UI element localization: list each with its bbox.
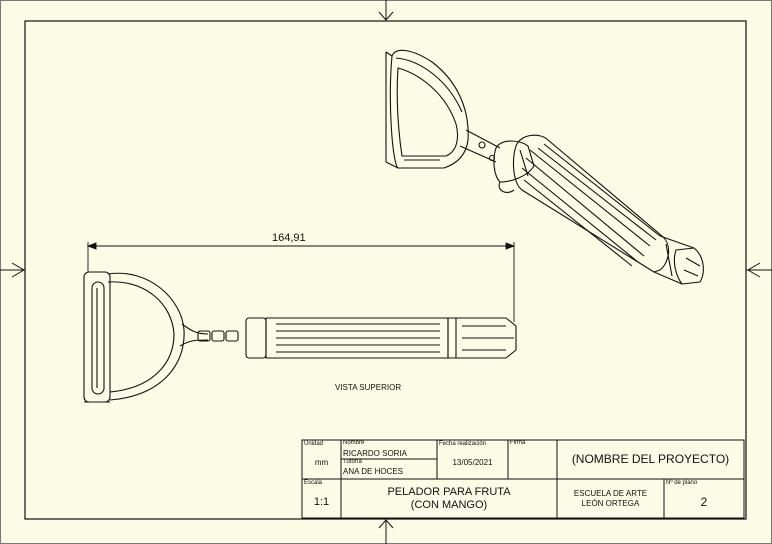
escala-label: Escala: [304, 480, 323, 486]
peeler-top-view: [83, 271, 517, 403]
school-line-1: ESCUELA DE ARTE: [573, 489, 648, 498]
plano-value: 2: [700, 495, 708, 509]
dimension-label: 164,91: [272, 232, 306, 244]
peeler-iso-view: [385, 49, 704, 285]
escala-value: 1:1: [313, 496, 330, 508]
project-name: (NOMBRE DEL PROYECTO): [571, 452, 730, 466]
title-line-2: (CON MANGO): [410, 499, 488, 511]
nombre-label: Nombre: [343, 440, 365, 446]
dimension-length: [86, 242, 516, 322]
unidad-value: mm: [314, 458, 329, 467]
fecha-value: 13/05/2021: [452, 458, 493, 467]
nombre-value: RICARDO SORIA: [343, 449, 408, 458]
firma-label: Firma: [510, 440, 526, 446]
title-line-1: PELADOR PARA FRUTA: [387, 486, 511, 498]
fecha-label: Fecha realización: [439, 441, 487, 447]
title-block: [301, 439, 745, 519]
tutoria-value: ANA DE HOCES: [343, 467, 404, 476]
tutoria-label: Tutoría: [343, 459, 362, 465]
unidad-label: Unidad: [304, 441, 324, 447]
school-line-2: LEÓN ORTEGA: [581, 499, 640, 508]
plano-label: Nº de plano: [666, 480, 698, 486]
view-label: VISTA SUPERIOR: [335, 383, 402, 392]
